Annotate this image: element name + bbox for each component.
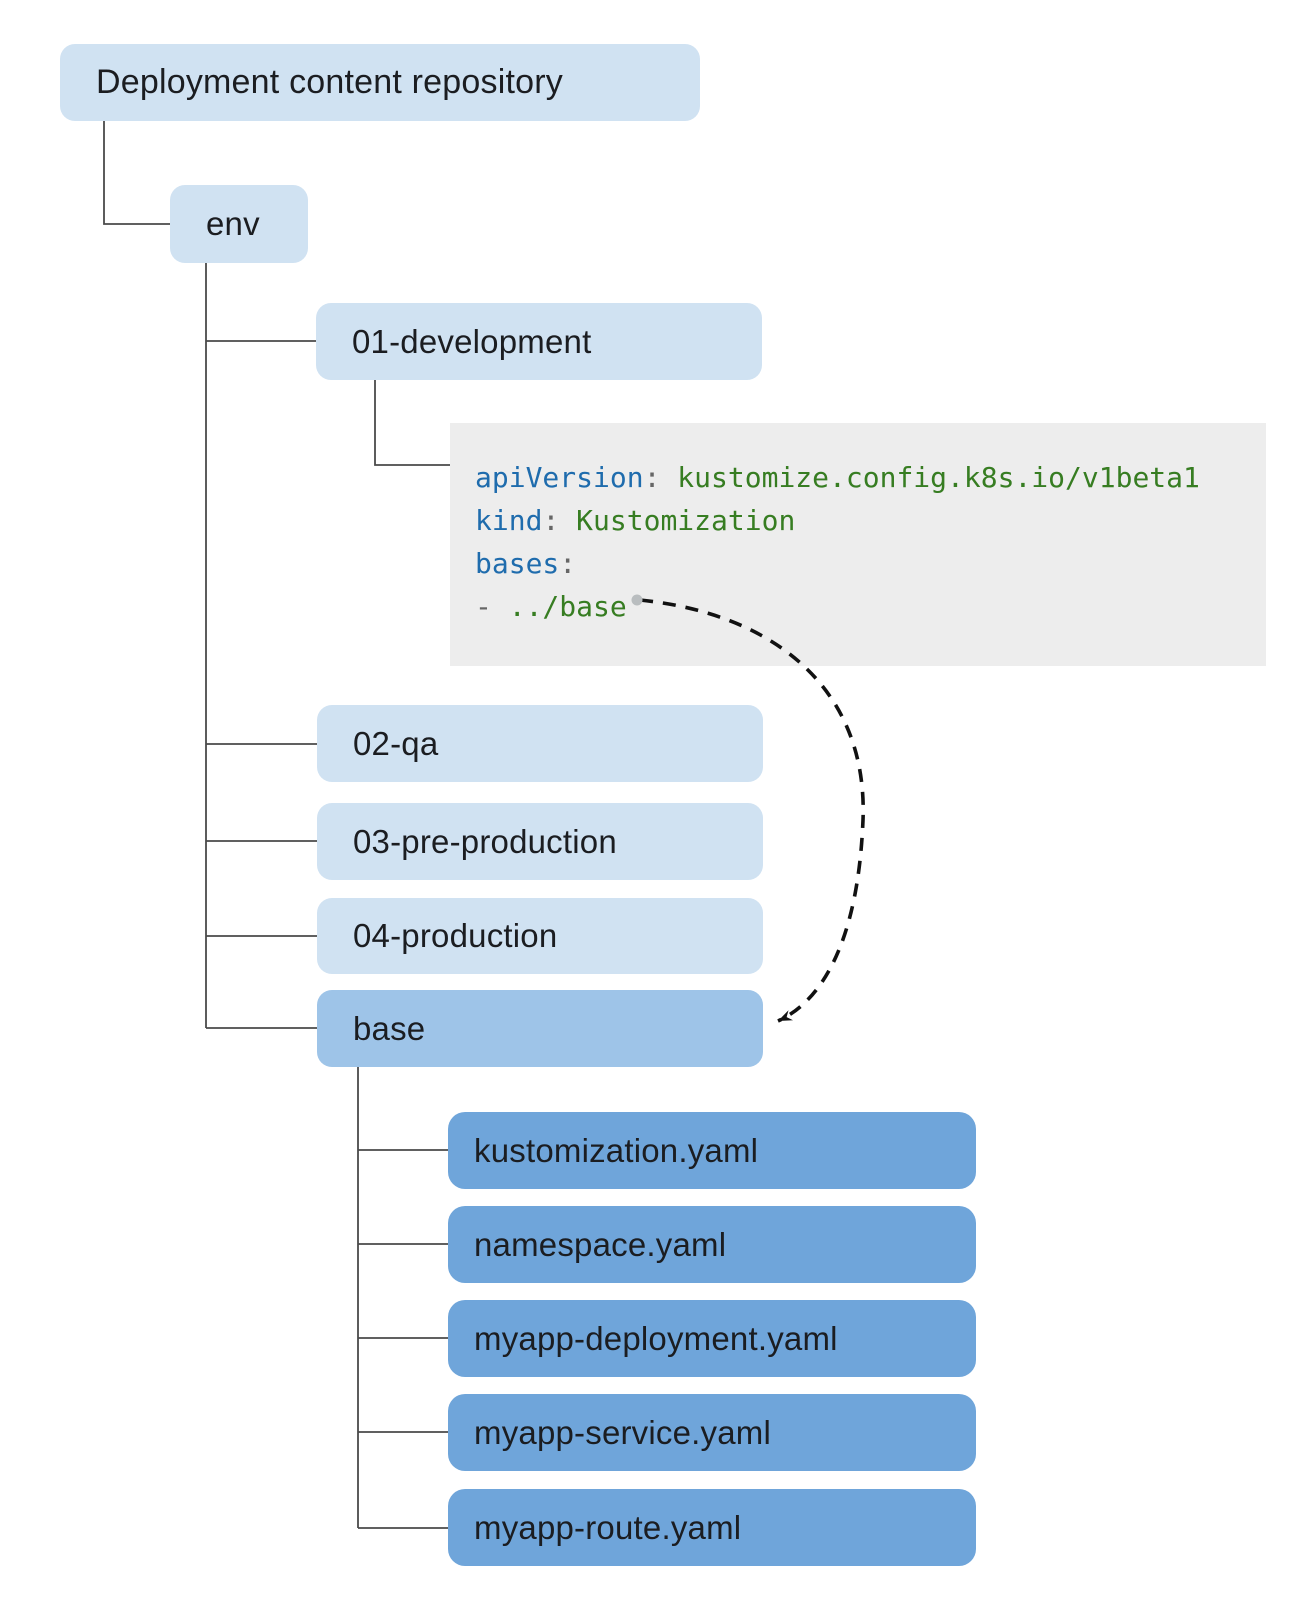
code-line-kind: kind: Kustomization	[475, 504, 796, 537]
node-label: env	[206, 205, 260, 242]
node-label: myapp-route.yaml	[474, 1508, 742, 1546]
kustomization-code-block: apiVersion: kustomize.config.k8s.io/v1be…	[450, 423, 1266, 666]
node-label: base	[353, 1009, 426, 1047]
connector-dev-code	[374, 380, 450, 466]
code-line-base-entry: - ../base	[475, 590, 627, 623]
node-label: 04-production	[353, 917, 558, 954]
node-label: 02-qa	[353, 724, 439, 762]
node-label: myapp-service.yaml	[474, 1413, 772, 1451]
node-02-qa: 02-qa	[317, 705, 763, 782]
node-label: Deployment content repository	[96, 63, 563, 101]
node-label: kustomization.yaml	[474, 1131, 759, 1169]
node-label: namespace.yaml	[474, 1225, 727, 1263]
node-env: env	[170, 185, 308, 263]
code-line-apiversion: apiVersion: kustomize.config.k8s.io/v1be…	[475, 461, 1200, 494]
node-label: 01-development	[352, 322, 592, 360]
node-kustomization-yaml: kustomization.yaml	[448, 1112, 976, 1189]
node-base: base	[317, 990, 763, 1067]
node-03-pre-production: 03-pre-production	[317, 803, 763, 880]
connector-root-env	[103, 121, 170, 225]
node-namespace-yaml: namespace.yaml	[448, 1206, 976, 1283]
node-myapp-deployment-yaml: myapp-deployment.yaml	[448, 1300, 976, 1377]
code-line-bases: bases:	[475, 547, 577, 580]
node-deployment-content-repository: Deployment content repository	[60, 44, 700, 121]
node-myapp-service-yaml: myapp-service.yaml	[448, 1394, 976, 1471]
node-label: myapp-deployment.yaml	[474, 1319, 838, 1357]
node-label: 03-pre-production	[353, 822, 617, 860]
node-01-development: 01-development	[316, 303, 762, 380]
node-04-production: 04-production	[317, 898, 763, 974]
node-myapp-route-yaml: myapp-route.yaml	[448, 1489, 976, 1566]
